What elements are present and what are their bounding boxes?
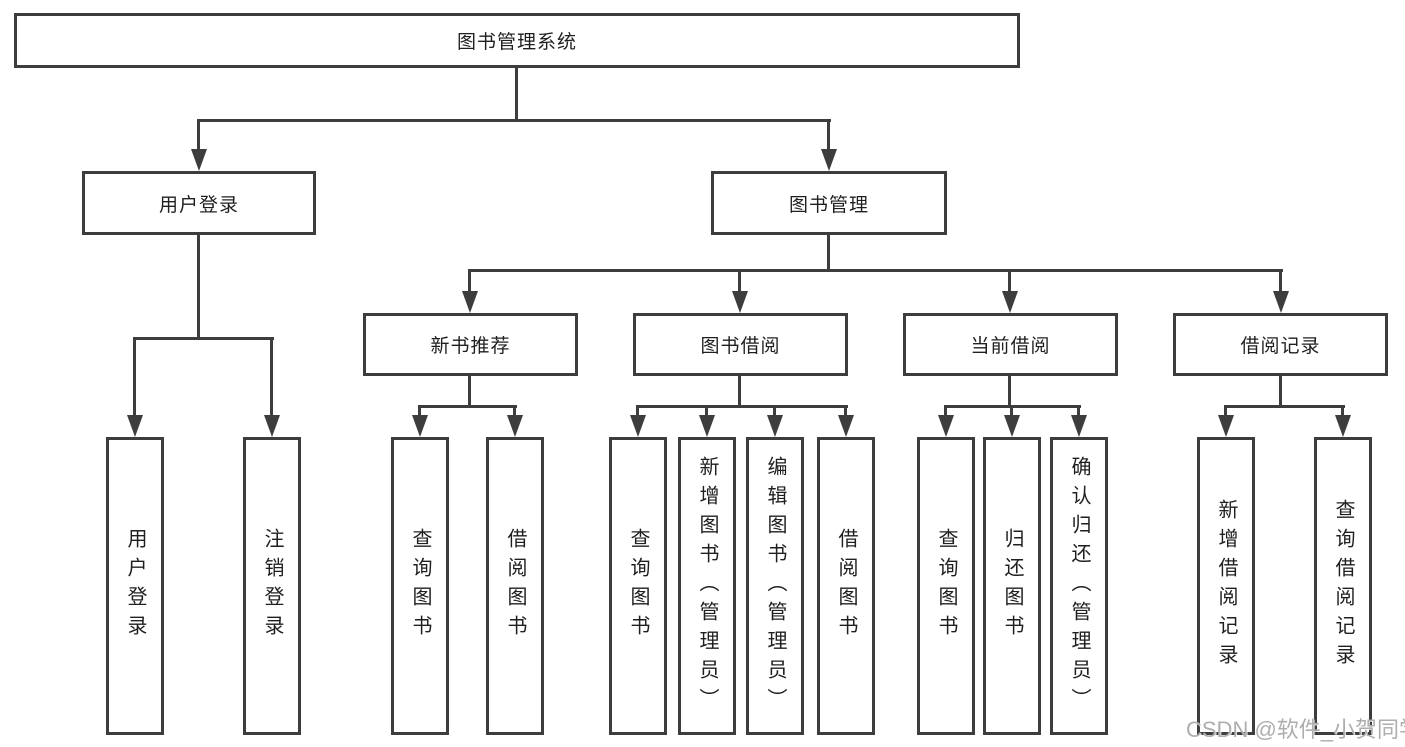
- arrow-down-icon: [630, 415, 646, 437]
- arrow-down-icon: [838, 415, 854, 437]
- arrow-down-icon: [1004, 415, 1020, 437]
- connector-line-v: [133, 337, 136, 417]
- connector-line-h: [197, 119, 831, 122]
- leaf-label: 借阅图书: [504, 528, 526, 644]
- arrow-down-icon: [1002, 291, 1018, 313]
- connector-line-v: [418, 405, 421, 419]
- connector-line-v: [738, 376, 741, 408]
- connector-line-v: [827, 119, 830, 151]
- connector-line-v: [636, 405, 639, 419]
- connector-line-v: [844, 405, 847, 419]
- arrow-down-icon: [767, 415, 783, 437]
- leaf-query-borrow-record: 查询借阅记录: [1314, 437, 1372, 735]
- connector-line-v: [513, 405, 516, 419]
- leaf-add-borrow-record: 新增借阅记录: [1197, 437, 1255, 735]
- leaf-query-books-borrow: 查询图书: [609, 437, 667, 735]
- connector-line-v: [468, 269, 471, 293]
- node-book-management: 图书管理: [711, 171, 947, 235]
- arrow-down-icon: [462, 291, 478, 313]
- leaf-label: 注销登录: [261, 528, 283, 644]
- leaf-logout: 注销登录: [243, 437, 301, 735]
- leaf-add-books-admin: 新增图书（管理员）: [678, 437, 736, 735]
- arrow-down-icon: [1335, 415, 1351, 437]
- connector-line-v: [515, 68, 518, 122]
- node-new-book-recommendation-label: 新书推荐: [430, 336, 511, 357]
- arrow-down-icon: [191, 149, 207, 171]
- leaf-borrow-books: 借阅图书: [817, 437, 875, 735]
- leaf-query-books-recommend: 查询图书: [391, 437, 449, 735]
- leaf-label: 查询图书: [935, 528, 957, 644]
- connector-line-h: [1224, 405, 1345, 408]
- leaf-label: 用户登录: [124, 528, 146, 644]
- arrow-down-icon: [507, 415, 523, 437]
- connector-line-v: [1341, 405, 1344, 419]
- connector-line-v: [1008, 269, 1011, 293]
- arrow-down-icon: [732, 291, 748, 313]
- leaf-return-books: 归还图书: [983, 437, 1041, 735]
- node-root-label: 图书管理系统: [456, 32, 577, 53]
- connector-line-v: [705, 405, 708, 419]
- connector-line-v: [773, 405, 776, 419]
- connector-line-v: [197, 235, 200, 337]
- node-user-login-label: 用户登录: [158, 194, 239, 216]
- leaf-user-login: 用户登录: [106, 437, 164, 735]
- connector-line-v: [738, 269, 741, 293]
- leaf-label: 查询图书: [409, 528, 431, 644]
- node-root: 图书管理系统: [14, 13, 1020, 68]
- connector-line-v: [827, 235, 830, 272]
- connector-line-v: [1279, 376, 1282, 408]
- arrow-down-icon: [699, 415, 715, 437]
- node-user-login: 用户登录: [82, 171, 316, 235]
- leaf-confirm-return-admin: 确认归还（管理员）: [1050, 437, 1108, 735]
- connector-line-h: [468, 269, 1283, 272]
- node-borrowing-records-label: 借阅记录: [1240, 336, 1321, 357]
- arrow-down-icon: [1071, 415, 1087, 437]
- leaf-label: 查询图书: [627, 528, 649, 644]
- arrow-down-icon: [1273, 291, 1289, 313]
- leaf-label: 归还图书: [1001, 528, 1023, 644]
- connector-line-v: [944, 405, 947, 419]
- connector-line-v: [1077, 405, 1080, 419]
- arrow-down-icon: [264, 415, 280, 437]
- node-book-borrowing-label: 图书借阅: [700, 336, 781, 357]
- leaf-label: 查询借阅记录: [1332, 499, 1354, 673]
- watermark: CSDN @软件_小贺同学: [1186, 717, 1405, 742]
- leaf-label: 借阅图书: [835, 528, 857, 644]
- arrow-down-icon: [1218, 415, 1234, 437]
- connector-line-h: [133, 337, 274, 340]
- connector-line-v: [1224, 405, 1227, 419]
- connector-line-v: [270, 337, 273, 417]
- node-book-management-label: 图书管理: [788, 194, 869, 216]
- node-new-book-recommendation: 新书推荐: [363, 313, 578, 376]
- leaf-label: 编辑图书（管理员）: [764, 455, 786, 717]
- node-current-borrowing-label: 当前借阅: [970, 336, 1051, 357]
- arrow-down-icon: [938, 415, 954, 437]
- leaf-label: 新增图书（管理员）: [696, 455, 718, 717]
- arrow-down-icon: [412, 415, 428, 437]
- node-current-borrowing: 当前借阅: [903, 313, 1118, 376]
- node-book-borrowing: 图书借阅: [633, 313, 848, 376]
- connector-line-v: [1008, 376, 1011, 408]
- connector-line-v: [468, 376, 471, 408]
- node-borrowing-records: 借阅记录: [1173, 313, 1388, 376]
- leaf-borrow-books-recommend: 借阅图书: [486, 437, 544, 735]
- leaf-edit-books-admin: 编辑图书（管理员）: [746, 437, 804, 735]
- leaf-query-books-current: 查询图书: [917, 437, 975, 735]
- leaf-label: 新增借阅记录: [1215, 499, 1237, 673]
- arrow-down-icon: [821, 149, 837, 171]
- arrow-down-icon: [127, 415, 143, 437]
- leaf-label: 确认归还（管理员）: [1068, 455, 1090, 717]
- connector-line-v: [1010, 405, 1013, 419]
- connector-line-v: [197, 119, 200, 151]
- connector-line-v: [1279, 269, 1282, 293]
- connector-line-h: [418, 405, 517, 408]
- connector-line-h: [636, 405, 848, 408]
